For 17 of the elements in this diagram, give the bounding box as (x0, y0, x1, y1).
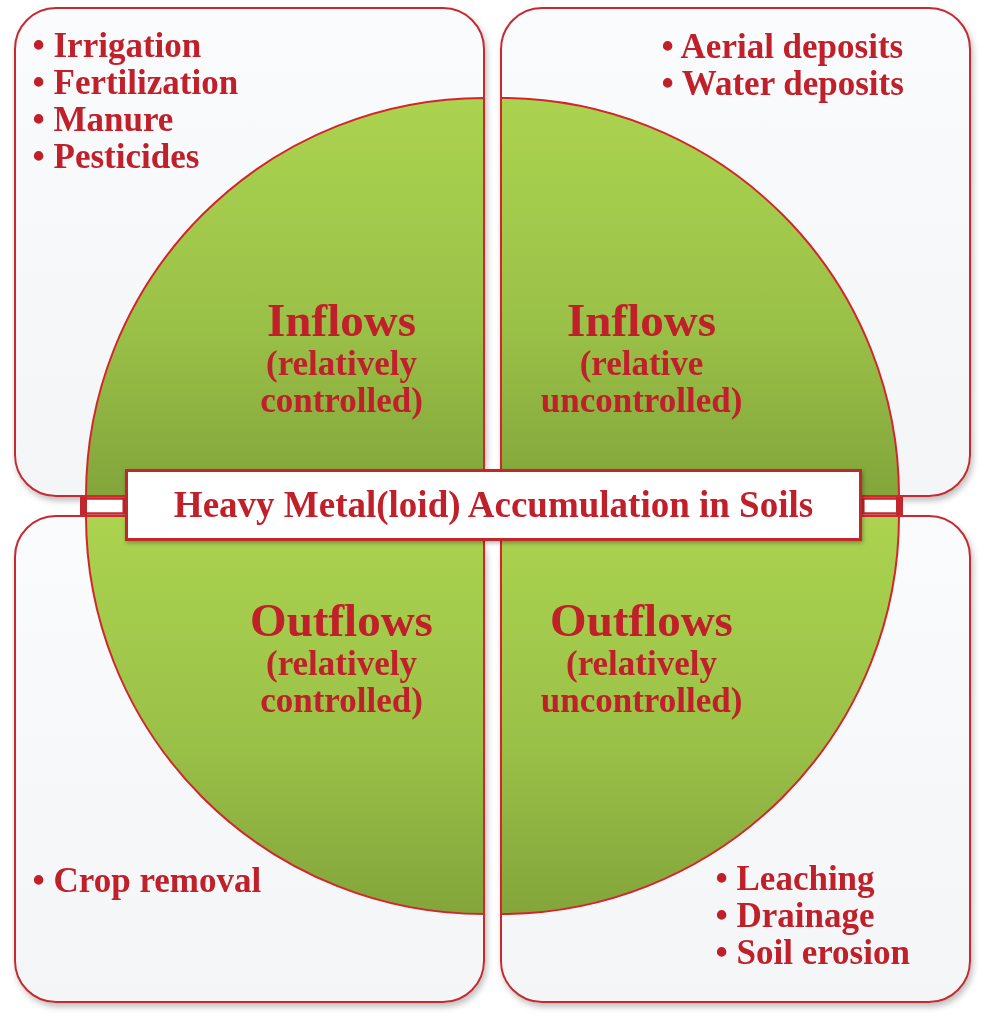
segment-subtitle: (relatively uncontrolled) (540, 644, 743, 719)
list-item: • Irrigation (32, 26, 202, 64)
segment-heading: Inflows (267, 294, 416, 345)
segment-heading: Inflows (567, 294, 716, 345)
list-item: • Leaching (715, 859, 875, 897)
list-item: • Aerial deposits (661, 27, 904, 65)
list-item: • Crop removal (32, 861, 262, 899)
banner-title: Heavy Metal(loid) Accumulation in Soils (173, 484, 814, 526)
segment-subtitle: (relatively controlled) (260, 344, 423, 419)
list-item: • Manure (32, 100, 174, 138)
segment-heading: Outflows (550, 594, 733, 645)
rounded-panel (500, 515, 971, 1003)
segment-subtitle: (relative uncontrolled) (540, 344, 743, 419)
list-item: • Pesticides (32, 137, 200, 175)
title-banner (125, 469, 862, 541)
segment-heading: Outflows (250, 594, 433, 645)
segment-subtitle: (relatively controlled) (260, 644, 423, 719)
